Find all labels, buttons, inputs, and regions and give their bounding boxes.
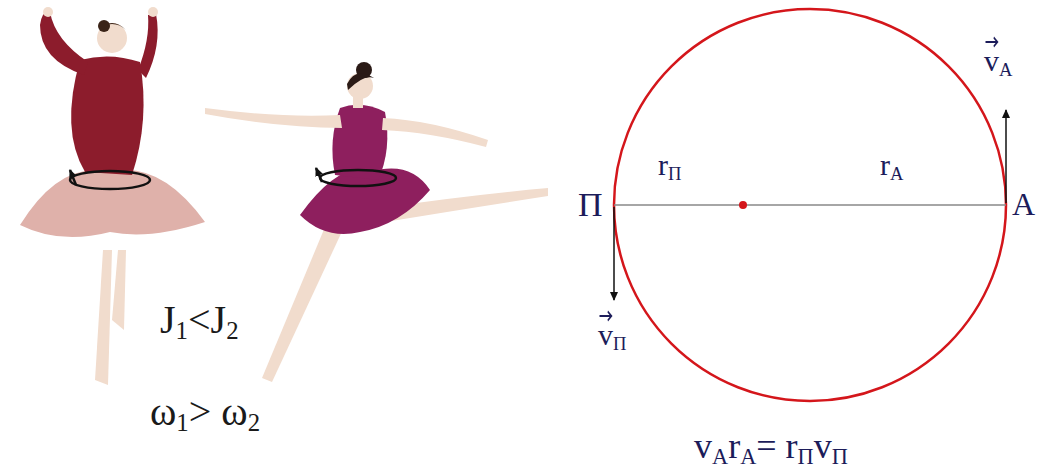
vector-arrow [598, 307, 613, 322]
orbit-diagram [614, 9, 1006, 401]
angular-velocity-relation: ω1> ω2 [150, 392, 260, 432]
inertia-relation: J1<J2 [160, 300, 239, 340]
vector-label: vП [598, 320, 626, 350]
ballerina-two [205, 62, 548, 382]
point-label: П [578, 188, 603, 222]
radius-label: rП [658, 150, 681, 180]
point-label: А [1012, 188, 1035, 220]
conservation-equation: vАrА= rПvП [694, 428, 848, 464]
radius-label: rА [880, 150, 903, 180]
vector-label: vА [984, 46, 1012, 76]
vector-arrow [984, 33, 999, 48]
ballerina-one [20, 7, 205, 385]
